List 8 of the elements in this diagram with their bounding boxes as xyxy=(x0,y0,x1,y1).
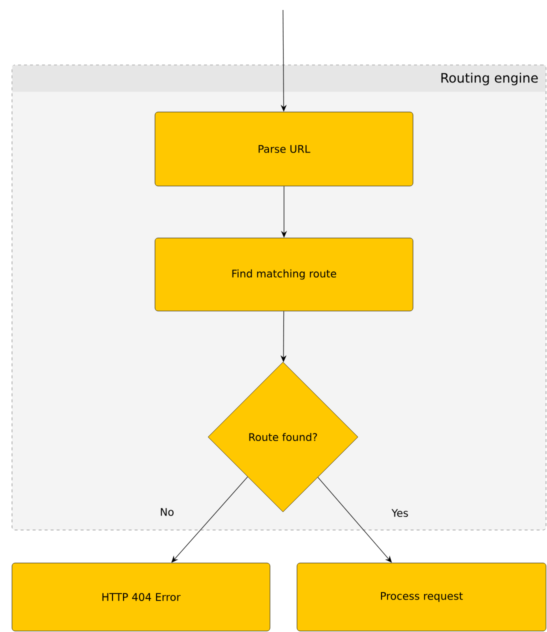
process-box: Parse URL xyxy=(154,112,414,186)
edge-label: Yes xyxy=(390,508,410,518)
process-box: HTTP 404 Error xyxy=(12,562,270,632)
process-box: Find matching route xyxy=(154,238,414,312)
group-title: Routing engine xyxy=(441,72,538,86)
arrow xyxy=(318,477,392,563)
process-box: Process request xyxy=(296,562,546,632)
edge-label: No xyxy=(158,507,176,517)
